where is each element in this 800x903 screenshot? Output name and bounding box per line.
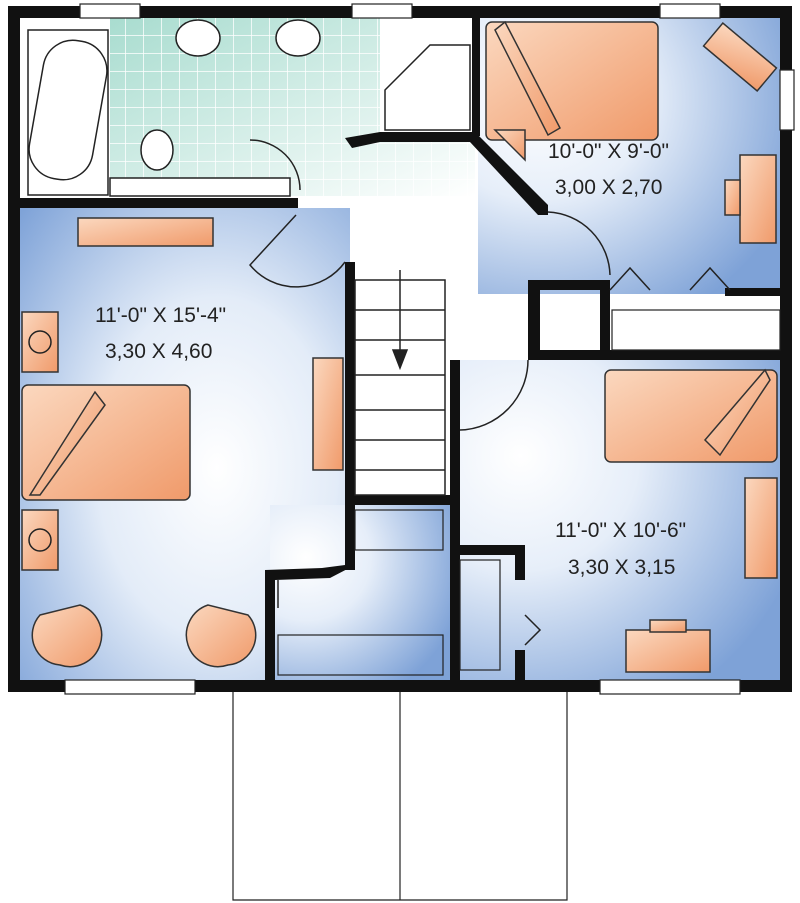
bedroom-left-metric: 3,30 X 4,60 xyxy=(105,340,212,363)
bedroom-bottom-right-imperial: 11'-0" X 10'-6" xyxy=(555,519,686,542)
porch xyxy=(232,692,568,901)
bedroom-top-right-metric: 3,00 X 2,70 xyxy=(555,176,662,199)
sink-icon xyxy=(275,19,321,57)
shower xyxy=(384,44,471,131)
walls xyxy=(8,6,792,692)
bathtub xyxy=(27,29,109,196)
bedroom-bottom-right-metric: 3,30 X 3,15 xyxy=(568,556,675,579)
stair-direction-arrow xyxy=(391,349,409,371)
door-swings xyxy=(249,139,731,646)
bedroom-left-imperial: 11'-0" X 15'-4" xyxy=(95,304,226,327)
furniture xyxy=(21,20,778,673)
closet-rods xyxy=(277,309,781,676)
toilet-icon xyxy=(140,129,174,171)
windows xyxy=(64,3,795,695)
bedroom-top-right-imperial: 10'-0" X 9'-0" xyxy=(548,140,669,163)
closet-floor xyxy=(270,505,450,680)
sink-icon xyxy=(175,19,221,57)
staircase xyxy=(354,270,446,496)
